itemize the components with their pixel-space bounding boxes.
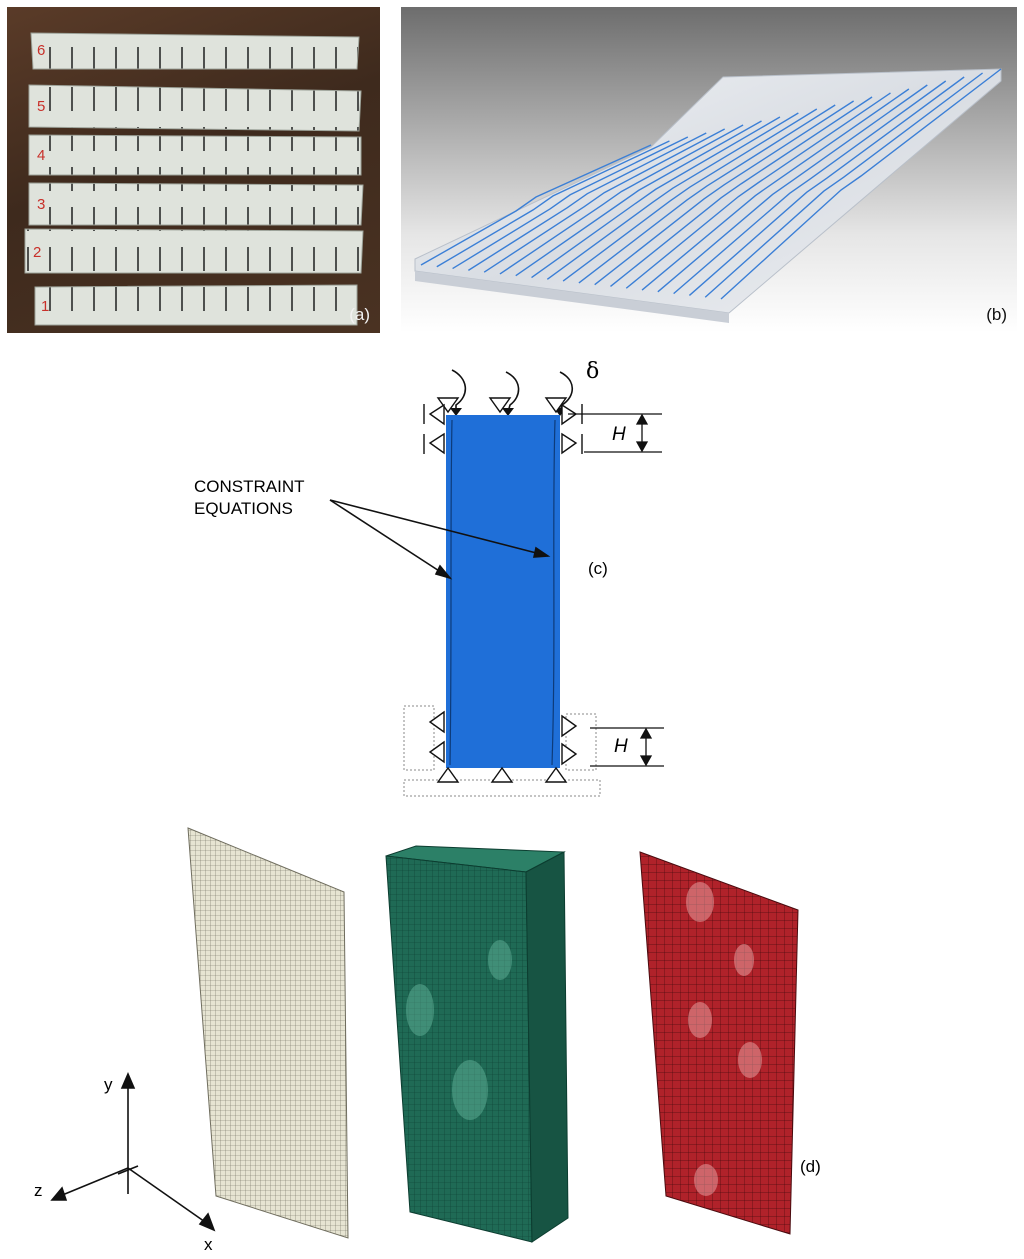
load-symbol-delta: δ xyxy=(586,359,599,384)
crack-line xyxy=(436,140,670,268)
specimen-strip-5 xyxy=(28,84,362,132)
mesh-right-plate xyxy=(639,851,799,1235)
specimen-number-5: 5 xyxy=(37,98,45,115)
specimen-number-1: 1 xyxy=(41,298,49,315)
specimen-number-3: 3 xyxy=(37,196,45,213)
axis-label-y: y xyxy=(104,1075,113,1094)
crack-line xyxy=(704,72,983,298)
load-arrow-heads xyxy=(450,408,566,416)
bottom-roller-supports xyxy=(428,710,578,783)
crack-line xyxy=(420,144,652,266)
annotation-arrows xyxy=(329,499,551,580)
axis-label-z: z xyxy=(34,1181,43,1200)
crack-line xyxy=(720,68,1002,300)
axis-label-x: x xyxy=(204,1235,213,1254)
panel-b-3d-plate-model: (b) xyxy=(401,7,1017,333)
specimen-strip-6 xyxy=(30,32,360,70)
panel-b-label: (b) xyxy=(986,305,1007,324)
crack-line xyxy=(483,128,726,273)
specimen-strip-3 xyxy=(28,182,364,226)
specimen-number-6: 6 xyxy=(37,42,45,59)
crack-line xyxy=(515,120,762,277)
annotation-line-2: EQUATIONS xyxy=(194,499,293,518)
top-roller-supports xyxy=(423,397,583,455)
annotation-line-1: CONSTRAINT xyxy=(194,477,305,496)
top-height-dimension xyxy=(568,413,662,453)
specimen-strip-4 xyxy=(28,134,362,176)
crack-line xyxy=(531,116,781,279)
crack-line xyxy=(467,132,707,271)
panel-a-specimen-photo: 6 5 4 3 2 1 (a) xyxy=(7,7,380,333)
bottom-height-dimension xyxy=(590,727,664,767)
panel-c-boundary-diagram: δ H CONSTRAINT EQUATIONS (c) xyxy=(194,359,664,797)
specimen-strip-2 xyxy=(24,228,364,274)
panel-c-label: (c) xyxy=(588,559,608,578)
crack-line xyxy=(610,96,873,288)
top-height-symbol: H xyxy=(612,424,626,445)
bottom-height-symbol: H xyxy=(614,736,628,757)
crack-line xyxy=(546,112,799,280)
model-block xyxy=(446,415,560,768)
crack-line xyxy=(688,76,965,296)
crack-line xyxy=(562,108,818,282)
panel-d-label: (d) xyxy=(800,1157,821,1176)
crack-line xyxy=(625,92,891,289)
crack-line xyxy=(673,80,947,295)
specimen-number-4: 4 xyxy=(37,147,45,164)
specimen-strips-image: 6 5 4 3 2 1 xyxy=(24,32,364,326)
axis-triad xyxy=(50,1071,216,1232)
crack-line xyxy=(657,84,928,293)
crack-line xyxy=(499,124,744,275)
crack-lines xyxy=(420,68,1002,300)
crack-line xyxy=(452,136,689,270)
mesh-left-plate xyxy=(187,827,349,1239)
specimen-strip-1 xyxy=(34,284,358,326)
crack-line xyxy=(594,100,855,286)
plate-model-image xyxy=(414,68,1002,323)
specimen-number-2: 2 xyxy=(33,244,41,261)
crack-line xyxy=(641,88,910,291)
mesh-middle-block xyxy=(385,845,569,1243)
panel-a-label: (a) xyxy=(349,305,370,324)
crack-line xyxy=(578,104,836,284)
